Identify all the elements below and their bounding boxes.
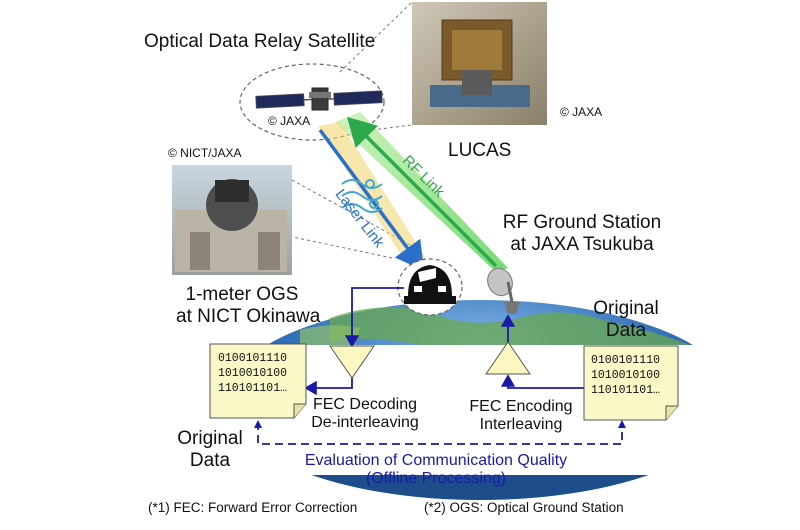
- lucas-label: LUCAS: [448, 140, 512, 161]
- bits-right-row: 110101101…: [591, 384, 661, 397]
- encode-triangle: [485, 341, 531, 375]
- original-data-left-line-2: Data: [189, 449, 231, 471]
- lucas-photo-credit: © JAXA: [560, 105, 603, 119]
- footnote-ogs: (*2) OGS: Optical Ground Station: [424, 500, 624, 515]
- ogs-photo-credit: © NICT/JAXA: [168, 146, 242, 160]
- bits-right-row: 0100101110: [591, 354, 661, 367]
- rf-station-label: RF Ground Station at JAXA Tsukuba: [492, 212, 672, 256]
- original-data-right-label: Original Data: [586, 298, 666, 342]
- bits-left-row: 0100101110: [218, 352, 288, 365]
- rf-link-arrow: [347, 117, 498, 268]
- ogs-label: 1-meter OGS at NICT Okinawa: [176, 284, 321, 328]
- ogs-photo: [172, 165, 292, 275]
- ogs-line-1: 1-meter OGS: [185, 284, 299, 305]
- bits-right: 0100101110 1010010100 110101101…: [591, 353, 660, 398]
- footnote-fec: (*1) FEC: Forward Error Correction: [148, 500, 358, 515]
- decode-triangle: [329, 345, 375, 379]
- evaluation-bracket: [254, 420, 626, 445]
- satellite-icon: [255, 87, 383, 111]
- fec-encoding-label: FEC Encoding Interleaving: [458, 398, 584, 435]
- turbulence-icon: [341, 179, 383, 213]
- fec-encoding-line-1: FEC Encoding: [469, 398, 573, 415]
- lucas-photo: [412, 2, 547, 125]
- original-data-left-line-1: Original: [177, 428, 243, 449]
- satellite-title: Optical Data Relay Satellite: [144, 31, 376, 52]
- fec-decoding-line-2: De-interleaving: [311, 414, 419, 432]
- ogs-dome-icon: [404, 265, 456, 304]
- original-data-right-line-1: Original: [593, 298, 659, 319]
- laser-glow: [318, 122, 432, 272]
- satellite-credit: © JAXA: [268, 114, 311, 128]
- bits-left-row: 110101101…: [218, 382, 288, 395]
- data-document-right: [583, 345, 679, 421]
- rf-station-line-2: at JAXA Tsukuba: [510, 233, 654, 255]
- data-document-left: [209, 343, 307, 419]
- fec-decoding-label: FEC Decoding De-interleaving: [302, 396, 428, 433]
- fec-encoding-line-2: Interleaving: [479, 416, 563, 434]
- laser-link-arrow: [318, 128, 425, 271]
- bits-right-row: 1010010100: [591, 369, 661, 382]
- fec-decoding-line-1: FEC Decoding: [312, 396, 418, 413]
- bits-left: 0100101110 1010010100 110101101…: [218, 351, 287, 396]
- original-data-right-line-2: Data: [605, 319, 647, 341]
- bits-left-row: 1010010100: [218, 367, 288, 380]
- rf-antenna-icon: [487, 267, 520, 314]
- evaluation-label: Evaluation of Communication Quality (Off…: [276, 452, 596, 489]
- rf-station-line-1: RF Ground Station: [502, 212, 662, 233]
- original-data-left-label: Original Data: [168, 428, 252, 472]
- satellite-zoom-ellipse: [239, 63, 385, 141]
- evaluation-line-1: Evaluation of Communication Quality: [304, 452, 568, 469]
- ogs-line-2: at NICT Okinawa: [176, 305, 321, 327]
- evaluation-line-2: (Offline Processing): [365, 470, 507, 488]
